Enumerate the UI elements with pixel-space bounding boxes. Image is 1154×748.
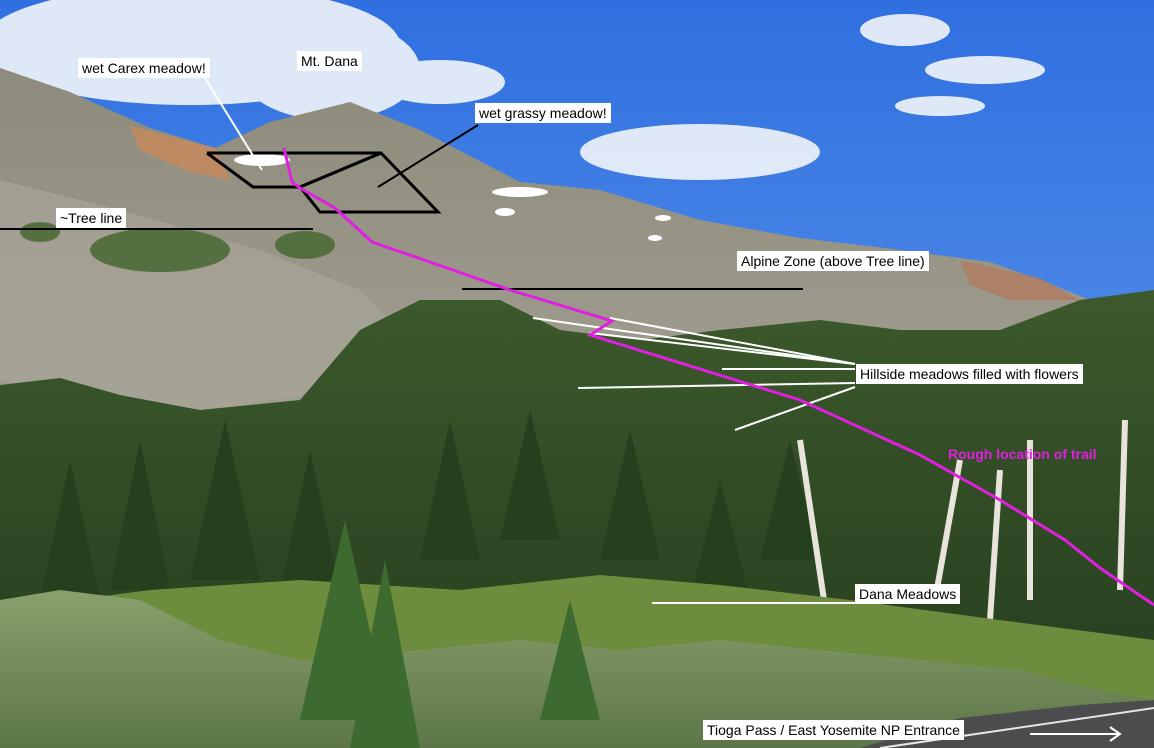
conifers [40,410,820,600]
label-wet-carex-meadow: wet Carex meadow! [78,58,210,78]
label-mt-dana: Mt. Dana [297,51,362,71]
carex-pointer [204,77,263,171]
label-dana-meadows: Dana Meadows [855,584,961,604]
label-trail: Rough location of trail [948,446,1097,462]
label-wet-grassy-meadow: wet grassy meadow! [475,103,611,123]
label-tioga-pass: Tioga Pass / East Yosemite NP Entrance [703,720,964,740]
road-line [879,707,1154,748]
hillside-pointers [532,317,856,431]
red-scree-right [960,260,1080,300]
trail-line [282,147,1154,607]
treeline-patches [20,222,335,272]
snow-patches [234,154,671,241]
label-hillside-meadows: Hillside meadows filled with flowers [856,364,1083,384]
talus-slope [0,180,400,412]
arrow-right-icon [1030,726,1122,742]
grassy-meadow-box [298,151,442,214]
red-scree [130,126,230,180]
clouds [0,0,1045,180]
label-alpine-zone: Alpine Zone (above Tree line) [737,251,929,271]
grassy-pointer [377,124,479,188]
label-tree-line: ~Tree line [56,208,127,228]
foreground-pines [300,520,600,748]
